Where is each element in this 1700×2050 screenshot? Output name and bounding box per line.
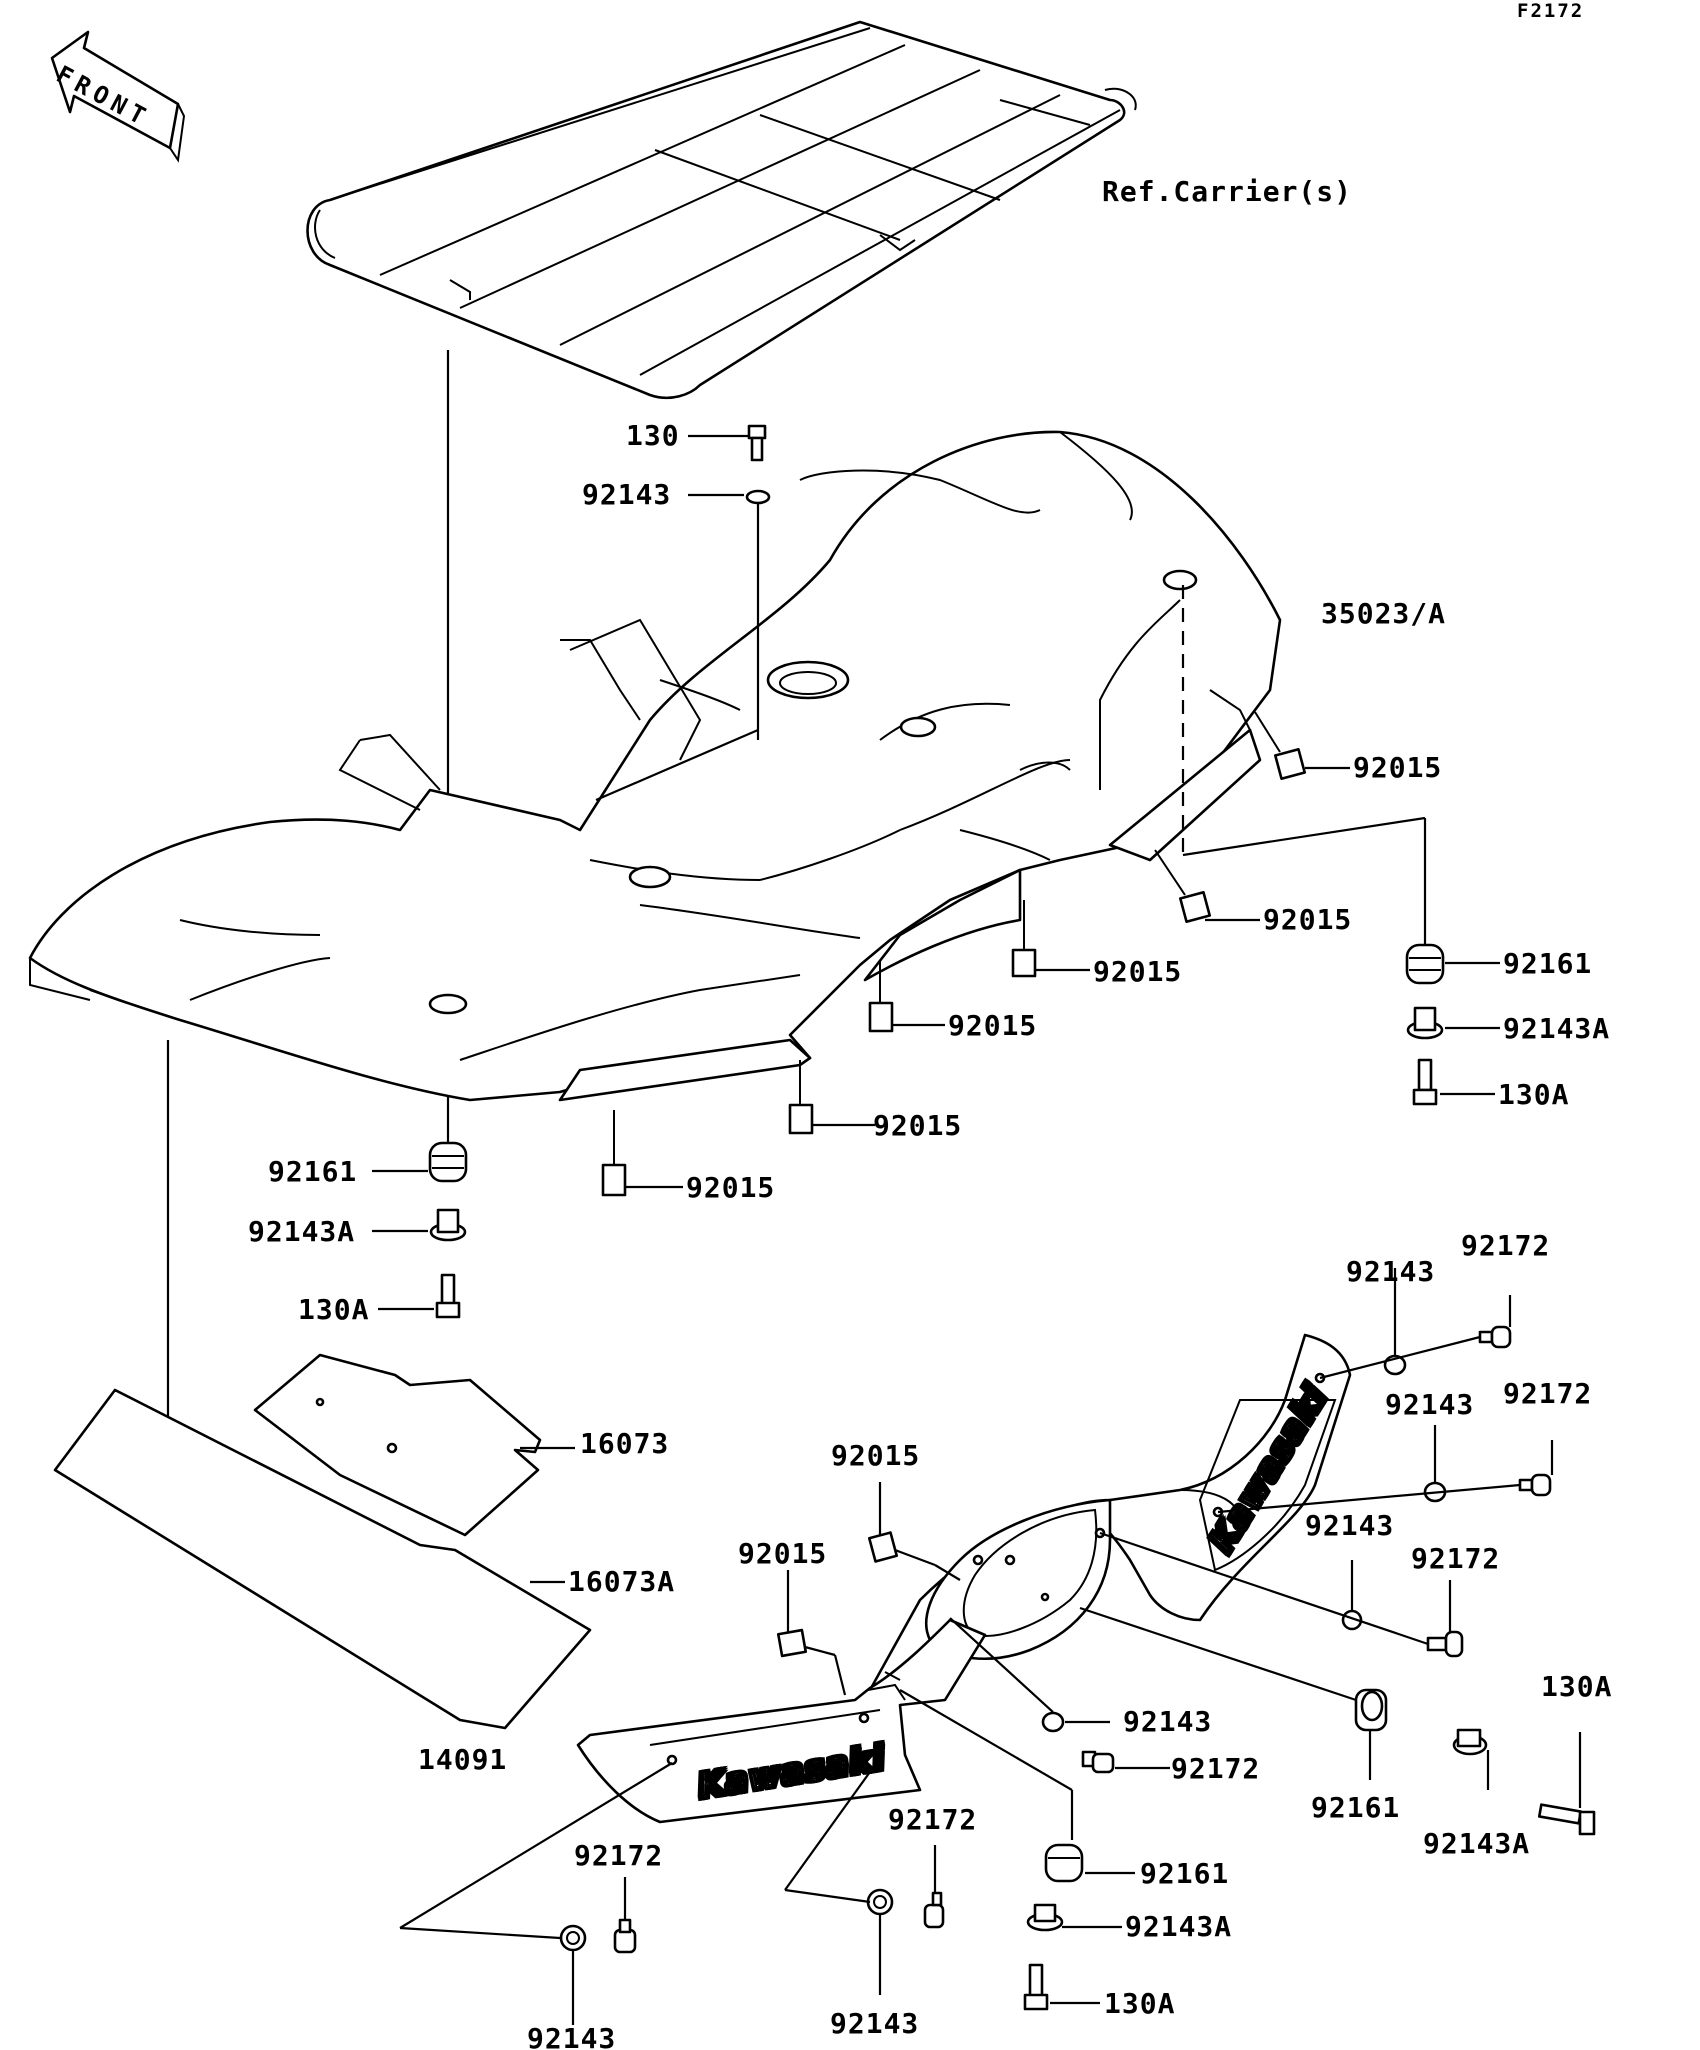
label-92015-c: 92015 <box>1093 955 1183 988</box>
figure-id: F2172 <box>1517 0 1585 22</box>
carrier-rack <box>306 20 1137 400</box>
label-92172-bl: 92172 <box>574 1839 664 1872</box>
label-92143A-low: 92143A <box>1125 1910 1233 1943</box>
label-92143-mid: 92143 <box>1123 1705 1213 1738</box>
label-130A-low: 130A <box>1104 1987 1176 2020</box>
label-130A-right: 130A <box>1498 1078 1570 1111</box>
label-130A-left: 130A <box>298 1293 370 1326</box>
label-92143-r1: 92143 <box>1346 1255 1436 1288</box>
label-92161-low: 92161 <box>1140 1857 1230 1890</box>
label-92143-low: 92143 <box>830 2007 920 2040</box>
label-92161-mid: 92161 <box>1311 1791 1401 1824</box>
label-92015-d: 92015 <box>948 1009 1038 1042</box>
label-92161-left: 92161 <box>268 1155 358 1188</box>
label-92161-right: 92161 <box>1503 947 1593 980</box>
label-16073: 16073 <box>580 1427 670 1460</box>
pad-16073 <box>253 1353 542 1537</box>
label-16073A: 16073A <box>568 1565 676 1598</box>
label-92143-r3: 92143 <box>1305 1509 1395 1542</box>
label-92015-h: 92015 <box>738 1537 828 1570</box>
label-92015-a: 92015 <box>1353 751 1443 784</box>
right-damper-stack <box>1405 943 1445 1106</box>
label-130: 130 <box>626 419 680 452</box>
lower-damper-stack <box>1023 1843 1084 2011</box>
label-92143A-right: 92143A <box>1503 1012 1611 1045</box>
label-92172-r3: 92172 <box>1411 1542 1501 1575</box>
front-arrow-icon <box>50 30 186 163</box>
rear-fender <box>28 430 1282 1102</box>
label-130A-far: 130A <box>1541 1670 1613 1703</box>
pad-16073A <box>53 1388 592 1730</box>
side-cover-upper <box>868 1333 1352 1696</box>
label-92172-low: 92172 <box>888 1803 978 1836</box>
washer-92143-top <box>745 489 771 505</box>
mid-fasteners <box>1041 1688 1596 1836</box>
label-92015-b: 92015 <box>1263 903 1353 936</box>
bolt-130 <box>747 424 767 462</box>
side-cover-clips-92015 <box>776 1531 899 1658</box>
label-92143-r2: 92143 <box>1385 1388 1475 1421</box>
label-92172-mid: 92172 <box>1171 1752 1261 1785</box>
label-35023A: 35023/A <box>1321 597 1447 630</box>
label-14091: 14091 <box>418 1743 508 1776</box>
label-92143-bl: 92143 <box>527 2022 617 2050</box>
label-92143A-far: 92143A <box>1423 1827 1531 1860</box>
label-92143-top: 92143 <box>582 478 672 511</box>
label-92015-f: 92015 <box>686 1171 776 1204</box>
label-92143A-left: 92143A <box>248 1215 356 1248</box>
side-cover-lower-14091 <box>576 1618 987 1824</box>
clips-92015 <box>601 711 1306 1197</box>
upper-right-fasteners <box>1341 1325 1552 1658</box>
bottom-fasteners <box>559 1888 945 1954</box>
label-92015-g: 92015 <box>831 1439 921 1472</box>
label-ref-carrier: Ref.Carrier(s) <box>1102 175 1353 208</box>
left-damper-stack <box>428 1141 468 1319</box>
label-92172-r1: 92172 <box>1461 1229 1551 1262</box>
label-92172-r2: 92172 <box>1503 1377 1593 1410</box>
label-92015-e: 92015 <box>873 1109 963 1142</box>
